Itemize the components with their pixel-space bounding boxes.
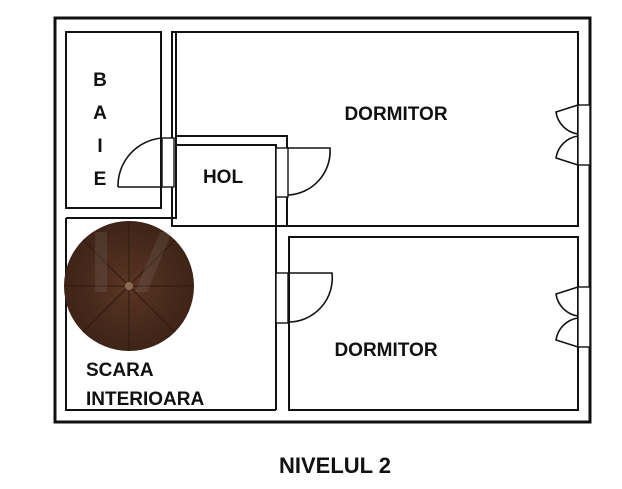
floor-title: NIVELUL 2 xyxy=(279,453,391,478)
dormitor-top-room xyxy=(171,31,579,227)
spiral-staircase-icon xyxy=(64,221,194,351)
logo-watermark xyxy=(95,232,172,292)
door-arc-dormitor-bottom xyxy=(287,272,334,323)
door-arc-baie xyxy=(117,137,163,188)
window-sash-top-lower xyxy=(555,135,579,166)
door-frame-dormitor-bottom xyxy=(275,272,289,324)
scara-label-line1: SCARA xyxy=(86,360,154,381)
outer-wall xyxy=(53,16,592,424)
window-sash-bottom-upper xyxy=(555,286,579,317)
baie-room xyxy=(65,31,162,209)
baie-label-i: I xyxy=(97,136,102,157)
dormitor-bottom-room xyxy=(288,236,579,411)
door-arc-dormitor-top xyxy=(287,147,331,196)
baie-label-e: E xyxy=(94,169,107,190)
dormitor-top-label: DORMITOR xyxy=(344,104,447,125)
baie-label-a: A xyxy=(93,103,107,124)
door-frame-baie xyxy=(161,137,175,188)
dormitor-bottom-label: DORMITOR xyxy=(334,340,437,361)
door-frame-dormitor-top xyxy=(275,147,289,198)
window-sash-top-upper xyxy=(555,104,579,135)
window-frame-top xyxy=(577,104,591,166)
window-frame-bottom xyxy=(577,286,591,348)
baie-label-b: B xyxy=(93,70,107,91)
hol-label: HOL xyxy=(203,167,244,188)
window-sash-bottom-lower xyxy=(555,317,579,348)
scara-label-line2: INTERIOARA xyxy=(86,389,205,410)
bath-hall-wall xyxy=(66,32,177,219)
